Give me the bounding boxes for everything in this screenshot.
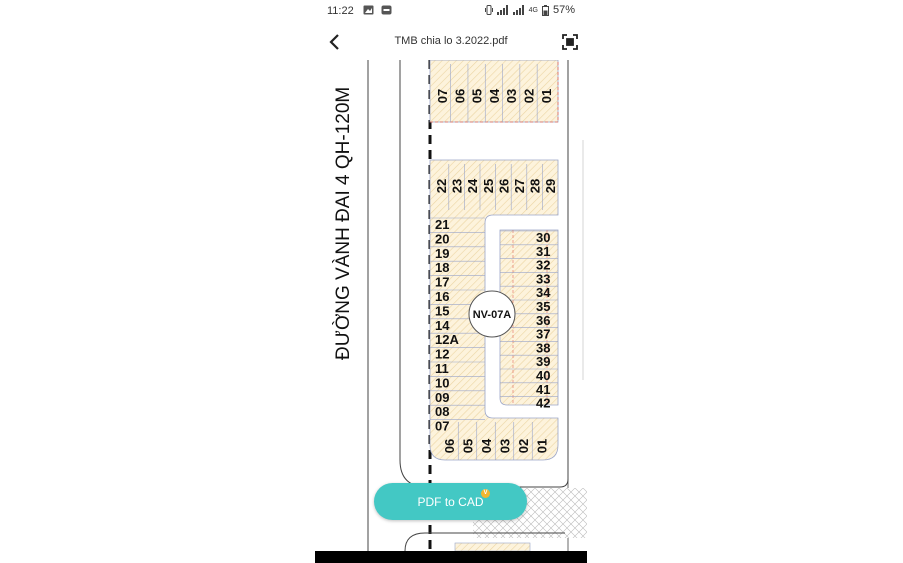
left-lot-08: 08: [435, 404, 449, 419]
phone-screen: 11:22 4G: [315, 0, 587, 563]
fit-screen-button[interactable]: [561, 33, 579, 51]
top-lot-07: 07: [435, 89, 450, 103]
status-bar: 11:22 4G: [315, 0, 587, 24]
left-lot-16: 16: [435, 289, 449, 304]
top-lot-02: 02: [522, 89, 537, 103]
upper-lot-24: 24: [465, 178, 480, 193]
top-lot-03: 03: [504, 89, 519, 103]
left-lot-19: 19: [435, 246, 449, 261]
upper-lot-29: 29: [543, 179, 558, 193]
upper-lot-23: 23: [450, 179, 465, 193]
bottom-lot-01: 01: [535, 439, 550, 453]
upper-lot-27: 27: [512, 179, 527, 193]
right-lot-30: 30: [536, 230, 550, 245]
bottom-lot-02: 02: [516, 439, 531, 453]
pdf-to-cad-label: PDF to CAD: [417, 494, 484, 509]
right-lot-34: 34: [536, 285, 551, 300]
signal-1-icon: [496, 5, 508, 15]
bottom-lot-05: 05: [461, 439, 476, 453]
right-lot-38: 38: [536, 340, 550, 355]
left-lot-10: 10: [435, 375, 449, 390]
block-label: NV-07A: [473, 309, 512, 321]
gallery-notification-icon: [363, 5, 374, 15]
app-bar: TMB chia lo 3.2022.pdf: [315, 24, 587, 60]
right-lot-31: 31: [536, 244, 550, 259]
fit-screen-icon: [562, 34, 578, 50]
chevron-left-icon: [329, 34, 339, 50]
right-lot-41: 41: [536, 382, 550, 397]
block-label-circle: [468, 290, 516, 338]
left-lot-18: 18: [435, 260, 449, 275]
upper-lot-25: 25: [481, 179, 496, 193]
zalo-notification-icon: [381, 5, 392, 15]
upper-lot-28: 28: [528, 179, 543, 193]
right-lot-32: 32: [536, 258, 550, 273]
bottom-black-bar: [315, 551, 587, 563]
premium-badge-icon: V: [481, 489, 490, 498]
left-lot-21: 21: [435, 217, 449, 232]
right-lot-42: 42: [536, 396, 550, 411]
status-time: 11:22: [327, 5, 354, 17]
top-lot-04: 04: [487, 88, 502, 103]
top-lot-05: 05: [470, 89, 485, 103]
battery-percent: 57%: [552, 4, 575, 16]
right-lot-33: 33: [536, 271, 550, 286]
vibrate-icon: [484, 5, 493, 15]
right-lot-40: 40: [536, 368, 550, 383]
left-lot-12A: 12A: [435, 332, 459, 347]
upper-lot-22: 22: [434, 179, 449, 193]
bottom-lot-06: 06: [442, 439, 457, 453]
left-lot-09: 09: [435, 390, 449, 405]
right-lot-35: 35: [536, 299, 550, 314]
document-title: TMB chia lo 3.2022.pdf: [394, 35, 508, 47]
left-lot-07: 07: [435, 419, 449, 434]
back-button[interactable]: [325, 32, 345, 52]
right-lot-36: 36: [536, 313, 550, 328]
left-lot-17: 17: [435, 275, 449, 290]
right-lot-39: 39: [536, 354, 550, 369]
pdf-to-cad-button[interactable]: PDF to CAD: [374, 483, 527, 520]
left-lot-11: 11: [435, 361, 449, 376]
road-label: ĐƯỜNG VÀNH ĐAI 4 QH-120M: [332, 87, 354, 360]
battery-icon: [541, 4, 549, 16]
network-type: 4G: [528, 6, 538, 14]
signal-2-icon: [512, 5, 524, 15]
left-lot-14: 14: [435, 318, 450, 333]
top-lot-01: 01: [539, 89, 554, 103]
left-lot-20: 20: [435, 231, 449, 246]
right-lot-37: 37: [536, 327, 550, 342]
top-lot-06: 06: [452, 89, 467, 103]
upper-lot-26: 26: [496, 179, 511, 193]
left-lot-12: 12: [435, 347, 449, 362]
bottom-lot-03: 03: [498, 439, 513, 453]
left-lot-15: 15: [435, 303, 449, 318]
bottom-lot-04: 04: [479, 438, 494, 453]
next-block: [454, 542, 531, 551]
